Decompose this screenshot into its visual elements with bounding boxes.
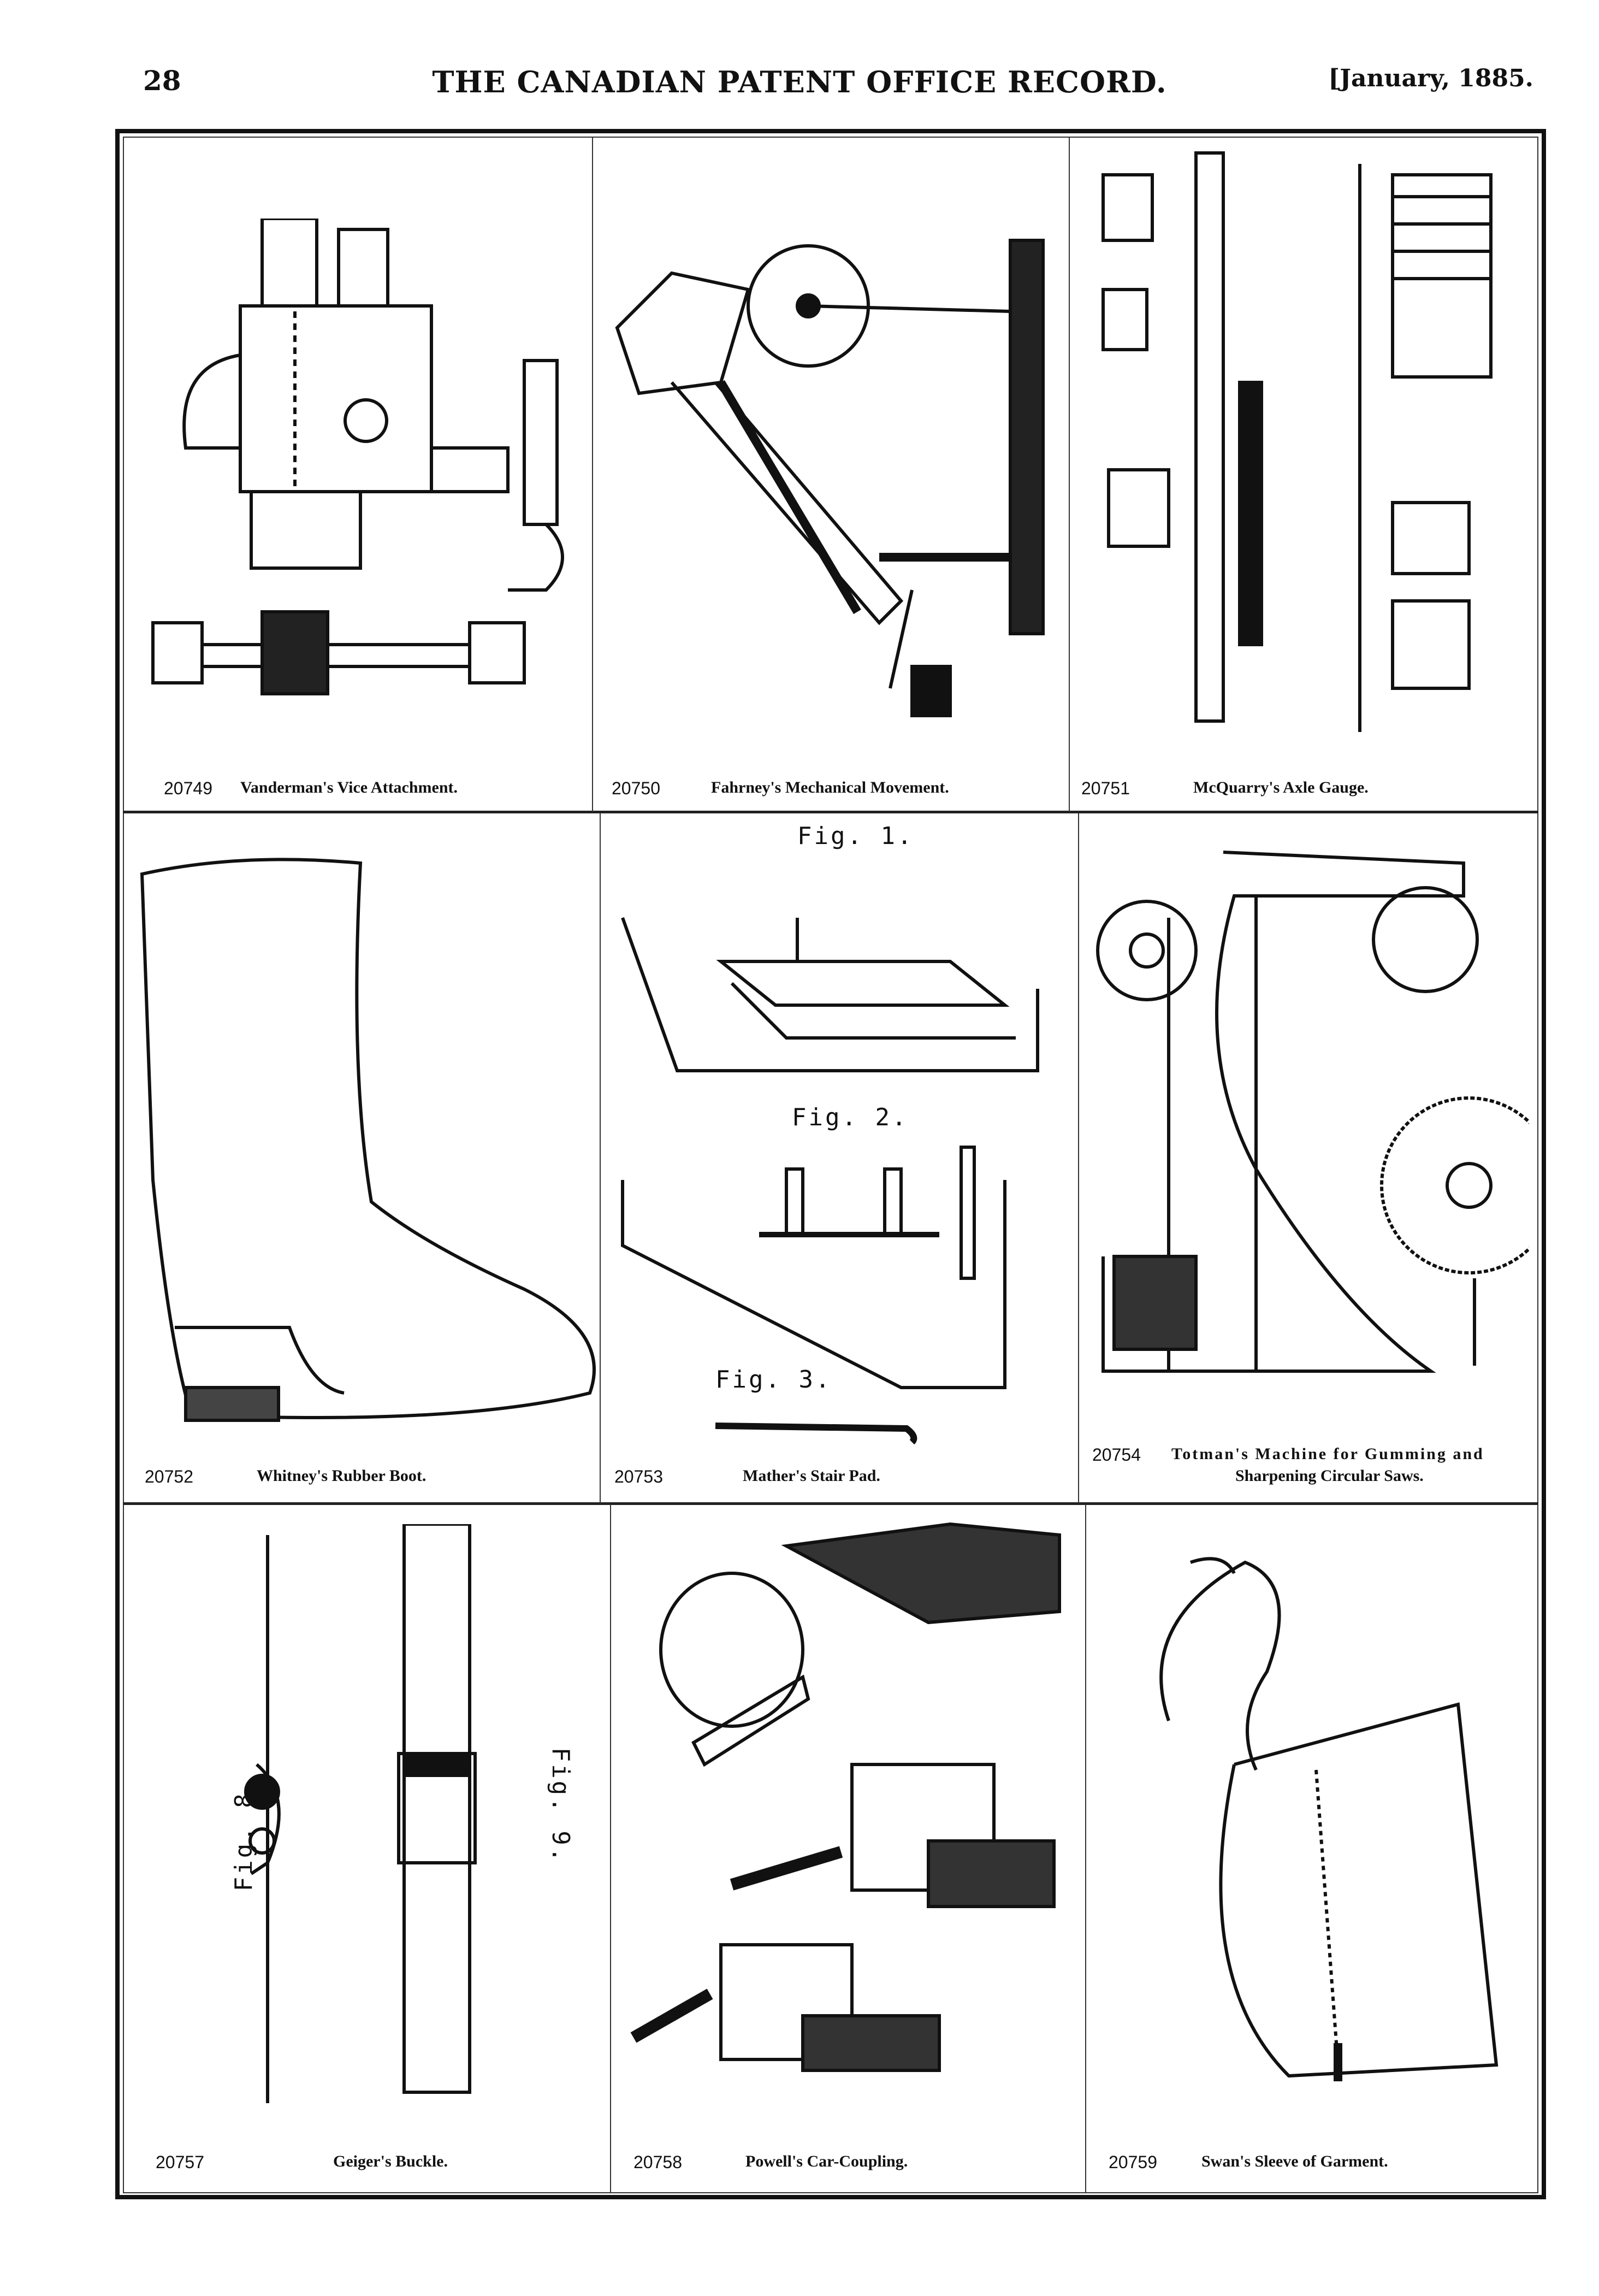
page-number: 28 [143,64,181,97]
stair-pad-drawing [621,917,1039,1445]
patent-caption: Fahrney's Mechanical Movement. [711,778,949,796]
patent-number: 20749 [164,778,212,798]
buckle-drawing [244,1524,477,2103]
column-divider [600,813,601,1503]
patent-number: 20758 [633,2152,682,2172]
figure-label: Fig. 2. [792,1103,909,1131]
patent-caption: Totman's Machine for Gumming and [1171,1445,1484,1463]
patent-number: 20754 [1092,1445,1141,1465]
patent-caption-line2: Sharpening Circular Saws. [1235,1467,1424,1485]
rubber-boot-drawing [140,858,596,1422]
issue-date: [January, 1885. [1328,64,1533,92]
figure-label: Fig. 3. [715,1366,832,1394]
patent-number: 20750 [612,778,660,798]
row-divider [123,811,1538,813]
plate-inner-frame [123,137,1538,2193]
patent-number: 20752 [145,1467,193,1486]
patent-number: 20757 [156,2152,204,2172]
patent-number: 20759 [1109,2152,1157,2172]
column-divider [1085,1504,1086,2193]
mechanical-movement-drawing [615,239,1045,717]
patent-caption: Swan's Sleeve of Garment. [1201,2152,1388,2170]
figure-label: Fig. 1. [797,822,914,850]
patent-number: 20751 [1081,778,1130,798]
column-divider [592,137,593,812]
figure-label: Fig. 9. [547,1747,575,1864]
column-divider [1078,813,1079,1503]
garment-sleeve-drawing [1159,1557,1499,2081]
row-divider [123,1502,1538,1505]
page-title: THE CANADIAN PATENT OFFICE RECORD. [432,64,1167,99]
plate-frame [115,129,1546,2199]
patent-caption: Mather's Stair Pad. [743,1467,880,1485]
patent-number: 20753 [614,1467,663,1486]
patent-caption: Powell's Car-Coupling. [745,2152,908,2170]
column-divider [1069,137,1070,812]
patent-caption: Geiger's Buckle. [333,2152,448,2170]
patent-caption: McQuarry's Axle Gauge. [1193,778,1369,796]
axle-gauge-drawing [1101,151,1493,732]
saw-machine-drawing [1096,851,1529,1373]
patent-caption: Whitney's Rubber Boot. [257,1467,427,1485]
column-divider [610,1504,611,2193]
patent-caption: Vanderman's Vice Attachment. [240,778,458,796]
car-coupling-drawing [630,1522,1061,2072]
vice-attachment-drawing [151,219,564,695]
